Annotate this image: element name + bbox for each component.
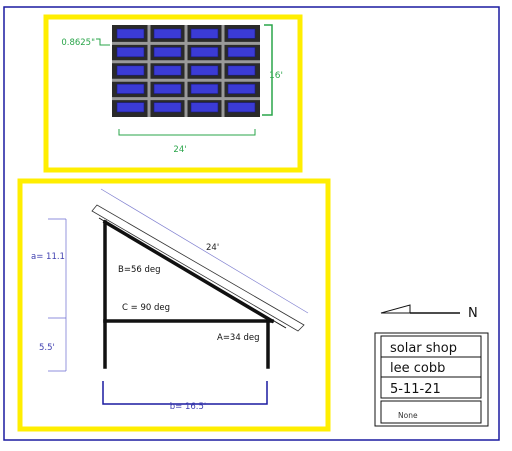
panel-grid: [112, 25, 260, 117]
base-dimension: b= 16.5': [102, 381, 268, 412]
panel-spacing-label: 0.8625": [61, 38, 95, 48]
depth-dimension: 16': [262, 24, 283, 116]
company-text: solar shop: [390, 341, 457, 356]
north-arrow-head-icon: [380, 304, 411, 314]
hypotenuse-dim-line: [100, 188, 309, 314]
solar-panel: [153, 102, 182, 113]
solar-panel: [227, 102, 256, 113]
hypotenuse-dimension: 24': [100, 188, 309, 314]
depth-label: 16': [269, 71, 283, 81]
plan-view-frame: [43, 14, 303, 173]
width-dim-line: [118, 129, 256, 136]
title-cell-date: [380, 376, 482, 399]
solar-panel: [190, 83, 219, 94]
solar-panel: [190, 47, 219, 58]
solar-panel: [190, 28, 219, 39]
solar-panel: [190, 65, 219, 76]
side-a-label: a= 11.1: [31, 252, 65, 262]
width-label: 24': [173, 145, 186, 155]
date-text: 5-11-21: [390, 382, 441, 397]
solar-panel: [116, 65, 145, 76]
solar-panel: [153, 65, 182, 76]
solar-panel: [153, 83, 182, 94]
width-dimension: 24': [118, 129, 256, 155]
solar-panel-array: [112, 25, 260, 117]
title-cell-extra: [380, 400, 482, 424]
angle-c-label: C = 90 deg: [122, 303, 170, 313]
solar-panel: [116, 102, 145, 113]
panel-spacing-dimension: 0.8625": [61, 38, 110, 48]
depth-dim-line: [262, 24, 273, 116]
solar-panel: [153, 28, 182, 39]
author-text: lee cobb: [390, 361, 445, 376]
base-dim-line: [102, 381, 268, 405]
solar-panel: [116, 47, 145, 58]
solar-panel: [227, 28, 256, 39]
side-b-label: b= 16.5': [170, 402, 206, 412]
spacing-leader: [96, 38, 110, 46]
hypotenuse-label: 24': [206, 243, 219, 253]
north-label: N: [468, 306, 478, 321]
solar-panel: [190, 102, 219, 113]
support-structure: [102, 219, 275, 369]
extra-text: None: [398, 411, 418, 420]
angle-a-label: A=34 deg: [217, 333, 259, 343]
solar-panel: [116, 28, 145, 39]
north-arrow: N: [380, 304, 478, 321]
side-view-frame: [17, 178, 331, 432]
angle-b-label: B=56 deg: [118, 265, 161, 275]
solar-panel: [227, 83, 256, 94]
solar-panel: [227, 65, 256, 76]
title-block: solar shop lee cobb 5-11-21 None: [374, 332, 489, 427]
panel-slab: [91, 204, 305, 332]
solar-panel: [116, 83, 145, 94]
lower-height-label: 5.5': [39, 343, 55, 353]
solar-panel: [227, 47, 256, 58]
rafter: [102, 219, 275, 324]
height-dimension: a= 11.1 5.5': [31, 218, 67, 372]
solar-panel: [153, 47, 182, 58]
